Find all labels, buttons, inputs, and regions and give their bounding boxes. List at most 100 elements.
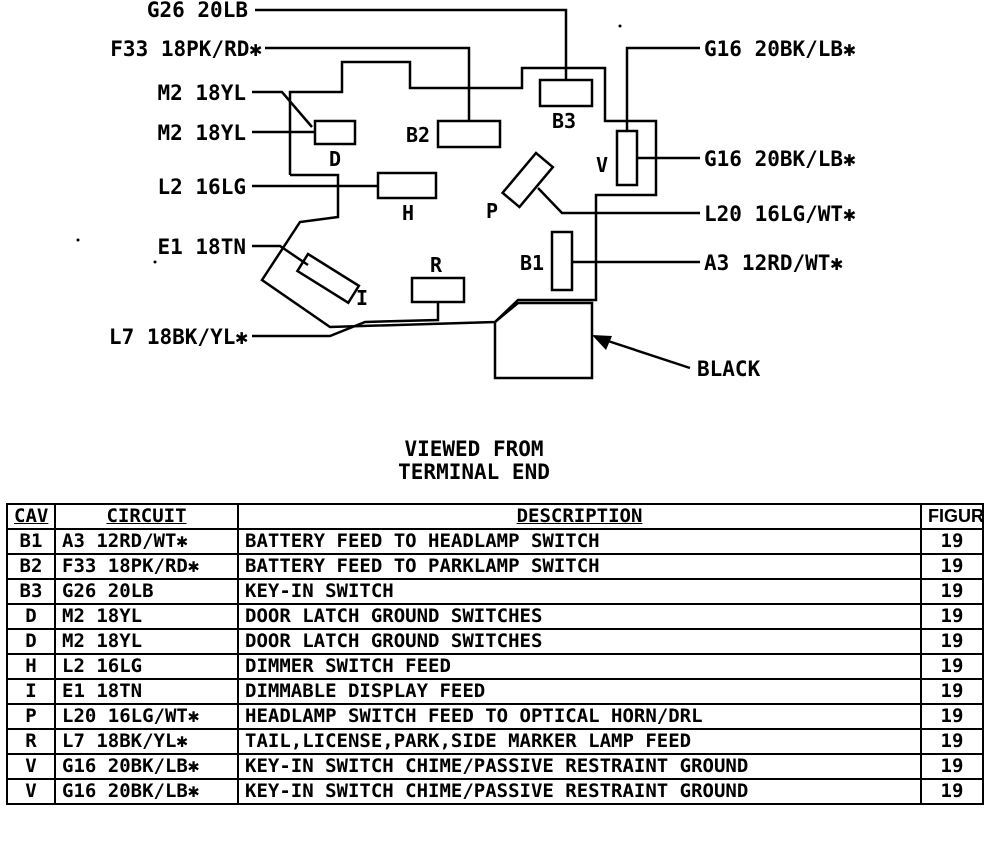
label-g16-b: G16 20BK/LB✱ [704,147,856,171]
cell-circuit: G16 20BK/LB✱ [54,753,239,780]
cell-circuit: G16 20BK/LB✱ [54,778,239,805]
table-row: B3 G26 20LB KEY-IN SWITCH 19 [6,578,984,605]
cavity-label-b3: B3 [552,109,576,133]
cavity-label-r: R [430,253,443,277]
header-circuit: CIRCUIT [54,503,239,530]
wire-g16a [625,46,700,131]
table-row: V G16 20BK/LB✱ KEY-IN SWITCH CHIME/PASSI… [6,778,984,805]
cavity-h-box [376,171,438,200]
table-row: H L2 16LG DIMMER SWITCH FEED 19 [6,653,984,680]
label-l20: L20 16LG/WT✱ [704,202,856,226]
label-m2-b: M2 18YL [157,121,246,145]
cavity-b1-box [550,230,574,292]
cell-figure: 19 [920,778,984,805]
cavity-label-d: D [329,147,341,171]
cell-figure: 19 [920,653,984,680]
cell-description: KEY-IN SWITCH CHIME/PASSIVE RESTRAINT GR… [237,778,922,805]
table-row: D M2 18YL DOOR LATCH GROUND SWITCHES 19 [6,603,984,630]
dot-mark [153,260,157,264]
cell-description: HEADLAMP SWITCH FEED TO OPTICAL HORN/DRL [237,703,922,730]
cavity-label-p: P [486,199,498,223]
label-e1: E1 18TN [157,235,246,259]
cavity-v-box [615,129,639,187]
cell-description: DOOR LATCH GROUND SWITCHES [237,628,922,655]
cell-cav: B1 [6,528,56,555]
cell-circuit: M2 18YL [54,628,239,655]
label-m2-a: M2 18YL [157,81,246,105]
label-g26: G26 20LB [147,0,248,22]
cell-description: DIMMER SWITCH FEED [237,653,922,680]
cell-cav: R [6,728,56,755]
cell-cav: V [6,753,56,780]
connector-outline [260,60,658,329]
cell-figure: 19 [920,628,984,655]
label-black: BLACK [697,357,761,381]
cell-cav: P [6,703,56,730]
wire-g26 [255,8,568,80]
cavity-r-box [410,276,466,304]
cell-cav: B3 [6,578,56,605]
table-row: R L7 18BK/YL✱ TAIL,LICENSE,PARK,SIDE MAR… [6,728,984,755]
label-f33: F33 18PK/RD✱ [110,37,262,61]
label-a3: A3 12RD/WT✱ [704,251,843,275]
cell-cav: B2 [6,553,56,580]
cell-figure: 19 [920,728,984,755]
wire-l7 [252,302,440,338]
cavity-p-box [500,151,555,209]
wire-e1 [252,244,309,267]
cavity-label-i: I [356,286,368,310]
cavity-circuit-table: CAV CIRCUIT DESCRIPTION FIGURE B1 A3 12R… [6,503,984,805]
cell-figure: 19 [920,578,984,605]
black-housing [493,301,594,380]
cell-cav: H [6,653,56,680]
table-row: B2 F33 18PK/RD✱ BATTERY FEED TO PARKLAMP… [6,553,984,580]
cavity-label-v: V [596,153,608,177]
table-row: V G16 20BK/LB✱ KEY-IN SWITCH CHIME/PASSI… [6,753,984,780]
cell-description: DOOR LATCH GROUND SWITCHES [237,603,922,630]
cell-figure: 19 [920,603,984,630]
table-row: B1 A3 12RD/WT✱ BATTERY FEED TO HEADLAMP … [6,528,984,555]
label-l7: L7 18BK/YL✱ [109,325,248,349]
cavity-b2-box [436,119,502,149]
cavity-label-h: H [402,201,414,225]
header-figure: FIGURE [920,503,984,530]
cell-circuit: M2 18YL [54,603,239,630]
cell-circuit: L7 18BK/YL✱ [54,728,239,755]
table-row: P L20 16LG/WT✱ HEADLAMP SWITCH FEED TO O… [6,703,984,730]
table-row: I E1 18TN DIMMABLE DISPLAY FEED 19 [6,678,984,705]
cavity-label-b1: B1 [520,251,544,275]
cell-figure: 19 [920,678,984,705]
cell-cav: I [6,678,56,705]
wire-f33 [265,46,471,121]
cell-figure: 19 [920,753,984,780]
cavity-b3-box [538,78,594,108]
cell-figure: 19 [920,703,984,730]
cell-circuit: A3 12RD/WT✱ [54,528,239,555]
wire-l20 [537,187,700,215]
dot-mark [618,24,622,28]
cell-circuit: E1 18TN [54,678,239,705]
cell-description: DIMMABLE DISPLAY FEED [237,678,922,705]
cell-cav: D [6,603,56,630]
wire-black-pointer [604,338,691,370]
dot-mark [76,238,80,242]
cell-cav: D [6,628,56,655]
cavity-label-b2: B2 [406,123,430,147]
connector-diagram: G26 20LB F33 18PK/RD✱ M2 18YL M2 18YL L2… [76,0,856,381]
label-l2: L2 16LG [157,175,246,199]
header-description: DESCRIPTION [237,503,922,530]
cell-description: KEY-IN SWITCH CHIME/PASSIVE RESTRAINT GR… [237,753,922,780]
label-g16-a: G16 20BK/LB✱ [704,37,856,61]
table-row: D M2 18YL DOOR LATCH GROUND SWITCHES 19 [6,628,984,655]
caption-terminal-end: TERMINAL END [398,460,550,484]
cell-description: KEY-IN SWITCH [237,578,922,605]
black-arrow-head [592,335,612,350]
cell-cav: V [6,778,56,805]
cell-circuit: F33 18PK/RD✱ [54,553,239,580]
cell-description: BATTERY FEED TO PARKLAMP SWITCH [237,553,922,580]
cell-figure: 19 [920,553,984,580]
table-header-row: CAV CIRCUIT DESCRIPTION FIGURE [6,503,984,530]
wire-m2a [252,90,313,128]
cell-circuit: L20 16LG/WT✱ [54,703,239,730]
cell-description: TAIL,LICENSE,PARK,SIDE MARKER LAMP FEED [237,728,922,755]
